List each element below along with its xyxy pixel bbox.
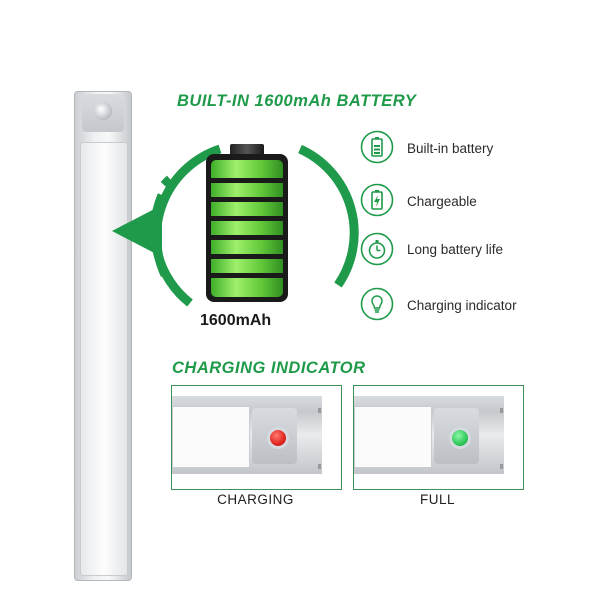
indicator-panel-charging <box>171 385 342 490</box>
indicator-label-charging: CHARGING <box>217 492 294 507</box>
section-title: CHARGING INDICATOR <box>172 359 366 377</box>
light-bar-diffuser <box>80 142 128 576</box>
red-indicator-light <box>270 430 286 446</box>
green-indicator-light <box>452 430 468 446</box>
device-diffuser <box>172 406 250 468</box>
feature-label-charging-indicator: Charging indicator <box>407 298 517 313</box>
stopwatch-icon <box>360 232 394 266</box>
battery-icon <box>360 130 394 164</box>
motion-sensor-icon <box>94 102 112 120</box>
battery-callout <box>112 144 359 307</box>
feature-label-built-in-battery: Built-in battery <box>407 141 494 156</box>
main-title: BUILT-IN 1600mAh BATTERY <box>177 92 417 110</box>
callout-pointer <box>112 205 162 257</box>
indicator-label-full: FULL <box>419 492 455 507</box>
battery-capacity-label: 1600mAh <box>200 312 272 329</box>
ring-arc-right <box>298 144 359 288</box>
indicator-panel-full <box>353 385 524 490</box>
charging-battery-icon <box>360 183 394 217</box>
feature-label-chargeable: Chargeable <box>407 194 477 209</box>
feature-label-long-battery-life: Long battery life <box>407 242 504 257</box>
battery-icon-large <box>206 144 288 302</box>
lightbulb-icon <box>360 287 394 321</box>
device-diffuser <box>354 406 432 468</box>
